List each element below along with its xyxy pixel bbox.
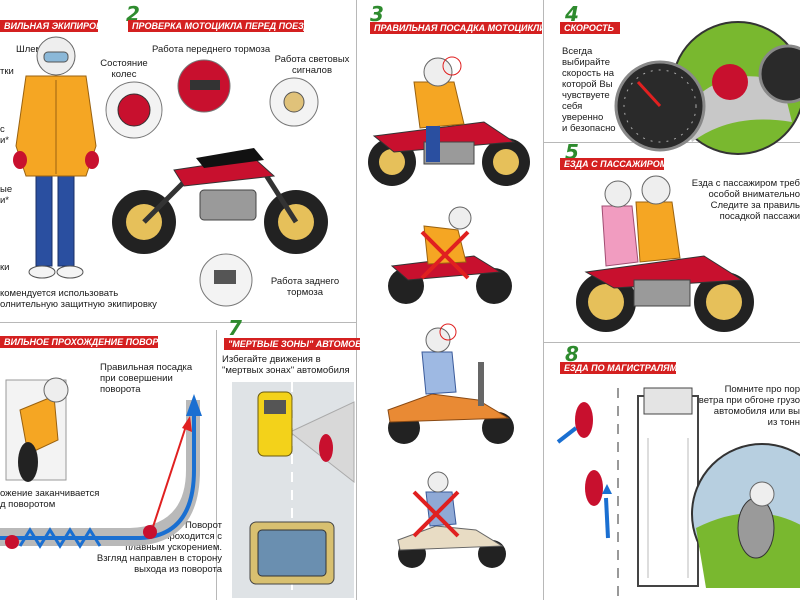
row-divider-left [0,322,356,323]
column-divider-2 [543,0,544,600]
scooter-incorrect-illustration [397,471,506,568]
cut-label-2: с и* [0,124,10,146]
section-6-header: ВИЛЬНОЕ ПРОХОЖДЕНИЕ ПОВОРОТОВ [0,336,158,348]
helmet-label: Шлем [16,44,43,55]
front-brake-label: Работа переднего тормоза [152,44,271,55]
section-2-number: 2 [126,2,140,26]
incorrect-posture-illustration [388,206,512,304]
rear-brake-label: Работа заднего тормоза [270,276,340,298]
cut-label-1: тки [0,66,14,77]
row-divider-right-2 [543,342,800,343]
passenger-illustration [576,175,754,332]
blind-spot-text: Избегайте движения в "мертвых зонах" авт… [222,354,350,376]
section-7-header: "МЕРТВЫЕ ЗОНЫ" АВТОМОБИЛЯ [224,338,360,350]
cornering-exit-label: ожение заканчивается д поворотом [0,488,100,510]
section-2-header: ПРОВЕРКА МОТОЦИКЛА ПЕРЕД ПОЕЗДКОЙ [128,20,304,32]
motorcycle-check-illustration [105,59,328,307]
cut-label-3: ые и* [0,184,13,206]
section-3-number: 3 [370,2,384,26]
gear-note: комендуется использовать олнительную защ… [0,288,157,310]
section-5-number: 5 [565,140,579,164]
speed-text: Всегда выбирайте скорость на которой Вы … [562,46,616,134]
cut-label-4: ки [0,262,10,273]
rider-gear-illustration [13,36,99,279]
passenger-text: Езда с пассажиром треб особой внимательн… [691,178,800,222]
section-7-number: 7 [228,316,242,340]
cornering-tip-label: Поворот проходится с плавным ускорением.… [96,520,222,575]
section-3-header: ПРАВИЛЬНАЯ ПОСАДКА МОТОЦИКЛИСТА [370,22,542,34]
blind-spot-illustration [232,382,355,598]
section-1-header: ВИЛЬНАЯ ЭКИПИРОВКА [0,20,98,32]
column-divider-1 [356,0,357,600]
correct-posture-illustration [368,56,530,186]
cornering-posture-label: Правильная посадка при совершении поворо… [100,362,193,395]
highway-text: Помните про пор ветра при обгоне грузо а… [698,384,800,428]
cornering-illustration [0,377,202,549]
wheels-label: Состояние колес [100,58,148,80]
signals-label: Работа световых сигналов [274,54,350,76]
section-8-number: 8 [565,342,579,366]
section-8-header: ЕЗДА ПО МАГИСТРАЛЯМ [560,362,676,374]
section-4-number: 4 [565,2,579,26]
highway-illustration [556,387,800,598]
scooter-correct-illustration [387,323,514,444]
section-6-7-divider [216,330,217,600]
section-5-header: ЕЗДА С ПАССАЖИРОМ [560,158,664,170]
section-4-header: СКОРОСТЬ [560,22,620,34]
speed-illustration [614,21,800,155]
